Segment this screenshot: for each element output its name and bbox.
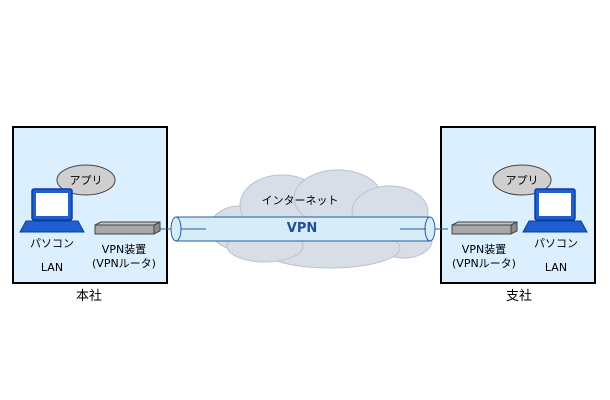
vpn-router-label-left: (VPNルータ): [92, 257, 156, 270]
app-label-left: アプリ: [69, 174, 103, 187]
pc-icon-left: [19, 188, 85, 233]
app-ellipse-left: [56, 164, 116, 196]
lan-label-left: LAN: [40, 261, 64, 274]
pc-label-right: パソコン: [534, 237, 578, 250]
vpn-router-label-right: (VPNルータ): [452, 257, 516, 270]
vpn-device-label-right: VPN装置: [461, 243, 507, 256]
lan-label-right: LAN: [544, 261, 568, 274]
vpn-device-label-left: VPN装置: [101, 243, 147, 256]
vpn-tunnel-label: VPN: [286, 221, 318, 236]
app-label-right: アプリ: [505, 174, 539, 187]
internet-label: インターネット: [261, 194, 339, 207]
pc-label-left: パソコン: [30, 237, 74, 250]
vpn-router-icon-left: [94, 221, 161, 235]
branch-office-caption: 支社: [505, 289, 533, 304]
app-ellipse-right: [492, 164, 552, 196]
vpn-router-icon-right: [451, 221, 518, 235]
pc-icon-right: [522, 188, 588, 233]
head-office-caption: 本社: [75, 289, 103, 304]
vpn-tunnel: [170, 216, 436, 242]
